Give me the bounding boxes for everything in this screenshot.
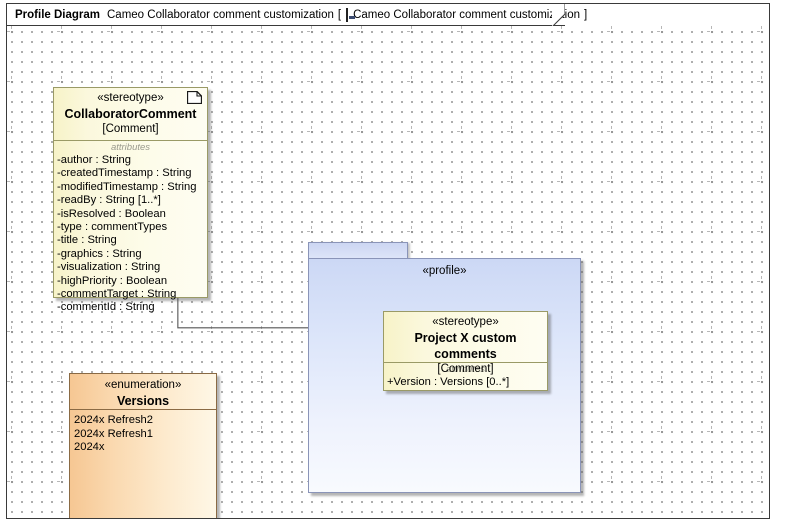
attributes-label: attributes	[445, 364, 486, 375]
attribute-row[interactable]: -visualization : String	[57, 261, 161, 274]
node-collaborator-comment[interactable]: «stereotype» CollaboratorComment [Commen…	[53, 87, 208, 313]
node-name: Project X custom comments	[414, 331, 517, 361]
attribute-row[interactable]: -graphics : String	[57, 247, 142, 260]
node-stereotype: «stereotype»	[97, 92, 164, 104]
note-page-icon	[186, 90, 203, 105]
package-tab	[308, 242, 408, 259]
attribute-row[interactable]: -modifiedTimestamp : String	[57, 180, 197, 193]
diagram-frame-header[interactable]: Profile Diagram Cameo Collaborator comme…	[7, 4, 587, 27]
header-corner-cut	[552, 4, 565, 27]
literal-row[interactable]: 2024x	[74, 441, 105, 454]
node-header: «enumeration» Versions	[70, 374, 216, 410]
node-name: CollaboratorComment	[64, 107, 197, 121]
attributes-compartment: attributes -author : String -createdTime…	[54, 141, 207, 315]
diagram-name-label: Cameo Collaborator comment customization	[107, 8, 334, 21]
attribute-row[interactable]: -title : String	[57, 234, 117, 247]
attribute-row[interactable]: -type : commentTypes	[57, 221, 168, 234]
attributes-label: attributes	[110, 142, 151, 153]
node-metaclass: [Comment]	[102, 123, 159, 135]
bracket-open: [	[337, 8, 342, 21]
node-stereotype: «stereotype»	[432, 316, 499, 328]
diagram-frame: Profile Diagram Cameo Collaborator comme…	[6, 3, 770, 519]
diagram-canvas[interactable]: «profile» «stereotype» CollaboratorComme…	[7, 26, 769, 518]
literal-row[interactable]: 2024x Refresh1	[74, 427, 153, 440]
attribute-row[interactable]: -commentId : String	[57, 301, 155, 314]
attribute-row[interactable]: -author : String	[57, 154, 131, 166]
attribute-row[interactable]: -readBy : String [1..*]	[57, 194, 161, 207]
literal-row[interactable]: 2024x Refresh2	[74, 414, 153, 426]
package-stereotype-label: «profile»	[422, 265, 467, 277]
bracket-close: ]	[584, 8, 588, 21]
attribute-row[interactable]: -commentTarget : String	[57, 288, 177, 301]
attributes-compartment: attributes +Version : Versions [0..*]	[384, 363, 547, 389]
attribute-row[interactable]: -highPriority : Boolean	[57, 274, 168, 287]
node-header: «stereotype» Project X custom comments […	[384, 312, 547, 375]
literals-compartment: 2024x Refresh2 2024x Refresh1 2024x	[70, 410, 216, 455]
attribute-row[interactable]: +Version : Versions [0..*]	[387, 376, 510, 388]
attributes-list: -author : String -createdTimestamp : Str…	[54, 154, 207, 315]
diagram-icon	[346, 7, 356, 22]
node-projectx-custom-comments[interactable]: «stereotype» Project X custom comments […	[383, 311, 548, 391]
node-stereotype: «enumeration»	[104, 379, 182, 391]
attribute-row[interactable]: -isResolved : Boolean	[57, 207, 166, 220]
node-name: Versions	[116, 394, 170, 408]
diagram-kind-label: Profile Diagram	[15, 8, 100, 21]
node-metaclass: [Comment]	[437, 363, 494, 375]
attribute-row[interactable]: -createdTimestamp : String	[57, 167, 192, 180]
node-header: «stereotype» CollaboratorComment [Commen…	[54, 88, 207, 141]
diagram-owner-label: Cameo Collaborator comment customization	[353, 8, 581, 21]
node-versions-enumeration[interactable]: «enumeration» Versions 2024x Refresh2 20…	[69, 373, 217, 518]
